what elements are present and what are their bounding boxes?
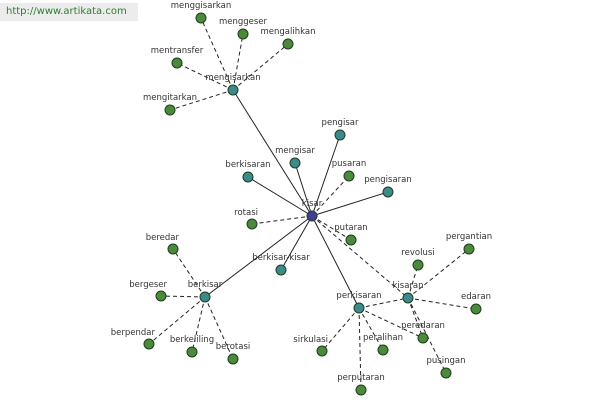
label-sirkulasi: sirkulasi: [293, 335, 328, 345]
node-putaran[interactable]: [345, 234, 357, 246]
node-berpendar[interactable]: [143, 338, 155, 350]
label-berkisar: berkisar: [188, 280, 223, 290]
edge-kisaran-pergantian: [407, 248, 470, 299]
edge-berkisar-berotasi: [204, 296, 234, 360]
node-perkisaran[interactable]: [353, 302, 365, 314]
node-berkisar[interactable]: [199, 291, 211, 303]
label-berpendar: berpendar: [111, 328, 156, 338]
label-mengisar: mengisar: [275, 146, 315, 156]
edge-kisar-rotasi: [251, 215, 313, 225]
node-pergantian[interactable]: [463, 243, 475, 255]
edge-berkisar-berkeliling: [191, 296, 206, 353]
node-edaran[interactable]: [470, 303, 482, 315]
edge-perkisaran-peralihan: [358, 307, 384, 351]
edge-kisar-mengisar: [294, 162, 313, 217]
label-berkisar-kisar: berkisar-kisar: [252, 253, 310, 263]
label-mengalihkan: mengalihkan: [261, 27, 316, 37]
label-menggeser: menggeser: [219, 17, 268, 27]
labels-layer: kisarmengisarkanmenggisarkanmenggesermen…: [111, 1, 492, 383]
label-rotasi: rotasi: [234, 208, 258, 218]
label-pengisaran: pengisaran: [364, 175, 412, 185]
node-rotasi[interactable]: [246, 218, 258, 230]
node-mengitarkan[interactable]: [164, 104, 176, 116]
label-perputaran: perputaran: [337, 373, 385, 383]
label-berotasi: berotasi: [216, 342, 250, 352]
edge-mengisarkan-menggeser: [232, 33, 244, 91]
label-pergantian: pergantian: [446, 232, 492, 242]
label-pengisar: pengisar: [322, 118, 359, 128]
label-berkisaran: berkisaran: [225, 160, 270, 170]
label-revolusi: revolusi: [401, 248, 434, 258]
edge-kisar-perkisaran: [311, 215, 360, 309]
label-kisar: kisar: [302, 199, 323, 209]
node-menggeser[interactable]: [237, 28, 249, 40]
label-pusingan: pusingan: [427, 356, 466, 366]
edge-berkisar-bergeser: [160, 295, 206, 298]
label-peredaran: peredaran: [401, 321, 445, 331]
label-mengisarkan: mengisarkan: [205, 73, 260, 83]
label-edaran: edaran: [461, 292, 491, 302]
edge-perkisaran-sirkulasi: [321, 307, 360, 352]
node-mengisar[interactable]: [289, 157, 301, 169]
node-berkeliling[interactable]: [186, 346, 198, 358]
node-pengisaran[interactable]: [382, 186, 394, 198]
edge-mengisarkan-mentransfer: [176, 62, 234, 91]
label-menggisarkan: menggisarkan: [171, 1, 232, 11]
node-mentransfer[interactable]: [171, 57, 183, 69]
edge-kisar-berkisar: [204, 215, 313, 298]
node-mengisarkan[interactable]: [227, 84, 239, 96]
node-berkisaran[interactable]: [242, 171, 254, 183]
node-berotasi[interactable]: [227, 353, 239, 365]
edge-kisar-putaran: [311, 215, 352, 241]
edge-kisar-berkisaran: [247, 176, 313, 217]
edge-berkisar-berpendar: [148, 296, 206, 345]
label-peralihan: peralihan: [363, 333, 403, 343]
label-kisaran: kisaran: [392, 281, 423, 291]
node-sirkulasi[interactable]: [316, 345, 328, 357]
node-mengalihkan[interactable]: [282, 38, 294, 50]
edge-kisar-pusaran: [311, 175, 350, 217]
edge-kisaran-edaran: [407, 297, 477, 310]
edge-mengisarkan-menggisarkan: [200, 17, 234, 91]
label-mentransfer: mentransfer: [151, 46, 204, 56]
edge-perkisaran-kisaran: [358, 297, 409, 309]
label-perkisaran: perkisaran: [336, 291, 381, 301]
edges-layer: [148, 17, 477, 391]
label-mengitarkan: mengitarkan: [143, 93, 197, 103]
label-pusaran: pusaran: [332, 159, 367, 169]
edge-kisar-berkisar-kisar: [280, 215, 313, 271]
node-pusaran[interactable]: [343, 170, 355, 182]
edge-kisar-pengisaran: [311, 191, 389, 217]
edge-kisar-kisaran: [311, 215, 409, 299]
node-kisar[interactable]: [306, 210, 318, 222]
edge-kisar-mengisarkan: [232, 89, 313, 217]
node-berkisar-kisar[interactable]: [275, 264, 287, 276]
watermark-url: http://www.artikata.com: [0, 3, 138, 21]
edge-kisaran-peredaran: [407, 297, 424, 339]
edge-perkisaran-peredaran: [358, 307, 424, 339]
node-pusingan[interactable]: [440, 367, 452, 379]
edge-mengisarkan-mengalihkan: [232, 43, 289, 91]
node-revolusi[interactable]: [412, 259, 424, 271]
label-berkeliling: berkeliling: [170, 335, 214, 345]
node-kisaran[interactable]: [402, 292, 414, 304]
label-beredar: beredar: [146, 233, 180, 243]
node-peredaran[interactable]: [417, 332, 429, 344]
label-bergeser: bergeser: [129, 280, 167, 290]
node-bergeser[interactable]: [155, 290, 167, 302]
node-peralihan[interactable]: [377, 344, 389, 356]
node-perputaran[interactable]: [355, 384, 367, 396]
edge-kisar-pengisar: [311, 134, 341, 217]
node-pengisar[interactable]: [334, 129, 346, 141]
label-putaran: putaran: [334, 223, 367, 233]
node-menggisarkan[interactable]: [195, 12, 207, 24]
nodes-layer: [143, 12, 482, 396]
node-beredar[interactable]: [167, 243, 179, 255]
edge-kisaran-revolusi: [407, 264, 419, 299]
edge-berkisar-beredar: [172, 248, 206, 298]
